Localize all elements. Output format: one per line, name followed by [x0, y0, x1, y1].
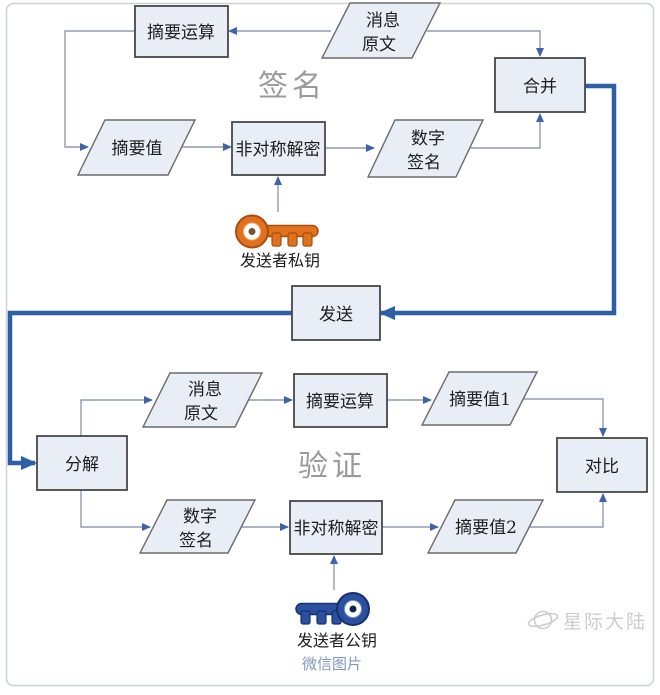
node-digital-signature-2-line1: 数字 — [183, 507, 217, 527]
node-digital-signature-2: 数字 签名 — [138, 499, 257, 554]
connector-digestvalue1-to-compare — [522, 398, 607, 437]
node-digest-value: 摘要值 — [76, 119, 197, 176]
connector-send-to-decompose — [7, 310, 292, 470]
node-digest-calc-1: 摘要运算 — [134, 5, 229, 58]
node-compare-label: 对比 — [585, 457, 619, 477]
node-decompose: 分解 — [36, 435, 128, 491]
private-key-icon — [235, 214, 319, 249]
node-digital-signature-2-line2: 签名 — [179, 531, 213, 551]
node-asym-decrypt-2: 非对称解密 — [289, 500, 383, 555]
node-digest-value-2-label: 摘要值2 — [455, 518, 517, 538]
watermark-text: 星际大陆 — [563, 611, 647, 633]
node-merge-label: 合并 — [523, 77, 557, 97]
watermark: 星际大陆 — [527, 610, 647, 633]
connector-merge-to-send — [379, 83, 617, 320]
connector-decompose-to-message2 — [80, 396, 153, 436]
public-key-label: 发送者公钥 — [297, 631, 377, 650]
node-message-1: 消息 原文 — [320, 2, 442, 59]
node-digital-signature-1: 数字 签名 — [366, 119, 485, 178]
node-message-1-line1: 消息 — [366, 11, 400, 31]
connector-decompose-to-digitalsig2 — [80, 490, 151, 531]
node-send-label: 发送 — [319, 305, 353, 325]
node-asym-decrypt-1: 非对称解密 — [231, 121, 326, 176]
private-key-label: 发送者私钥 — [240, 251, 320, 270]
node-message-2: 消息 原文 — [141, 372, 264, 428]
node-digest-calc-1-label: 摘要运算 — [147, 23, 215, 43]
connector-digestcalc1-to-digestvalue — [64, 30, 135, 151]
node-message-2-line2: 原文 — [184, 404, 218, 424]
node-message-1-line2: 原文 — [362, 35, 396, 55]
section-label-verify: 验证 — [298, 450, 366, 483]
connector-message1-to-merge — [427, 30, 544, 57]
connector-digitalsig1-to-merge — [468, 113, 544, 149]
connector-digestvalue2-to-compare — [528, 493, 607, 528]
section-label-sign: 签名 — [258, 70, 326, 103]
node-message-2-line1: 消息 — [188, 380, 222, 400]
public-key-icon — [295, 592, 370, 626]
node-digest-calc-2-label: 摘要运算 — [306, 392, 374, 412]
planet-logo-icon — [527, 610, 559, 630]
node-digest-calc-2: 摘要运算 — [293, 373, 388, 428]
node-digital-signature-1-line1: 数字 — [411, 129, 445, 149]
node-digest-value-label: 摘要值 — [112, 139, 163, 159]
image-caption: 微信图片 — [302, 656, 362, 673]
node-digest-value-1: 摘要值1 — [420, 371, 539, 426]
node-digest-value-2: 摘要值2 — [426, 499, 545, 554]
node-digest-value-1-label: 摘要值1 — [449, 390, 511, 410]
node-send: 发送 — [291, 285, 381, 341]
node-asym-decrypt-1-label: 非对称解密 — [236, 140, 321, 160]
node-asym-decrypt-2-label: 非对称解密 — [294, 519, 379, 539]
node-decompose-label: 分解 — [65, 455, 99, 475]
node-merge: 合并 — [494, 57, 586, 113]
node-digital-signature-1-line2: 签名 — [407, 153, 441, 173]
node-compare: 对比 — [556, 437, 648, 493]
